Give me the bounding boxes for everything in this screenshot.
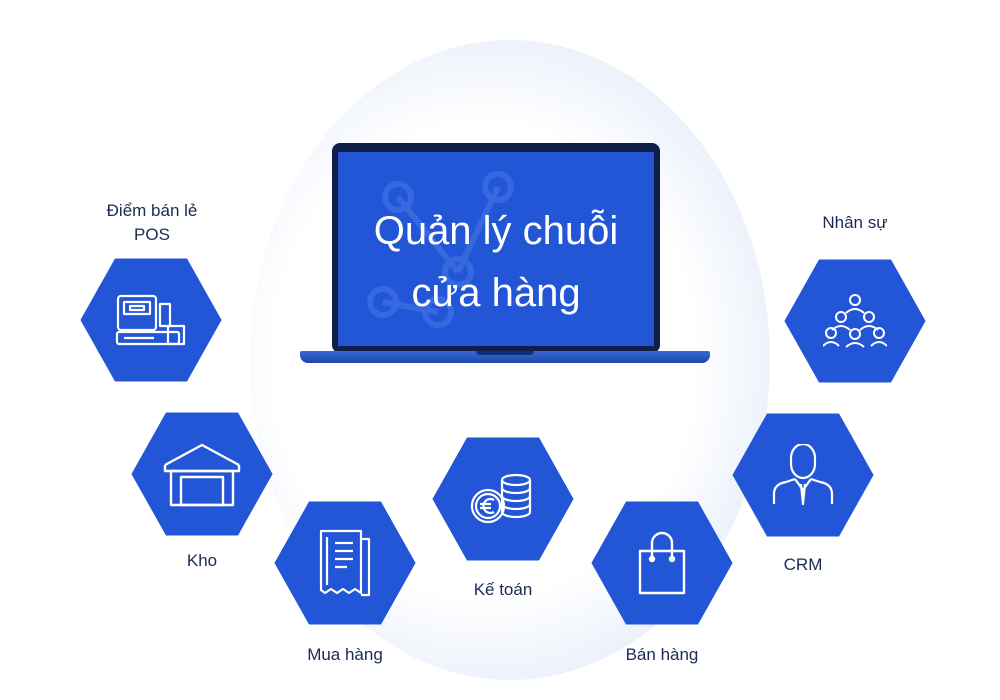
module-hex-crm[interactable] <box>732 413 874 537</box>
module-label-crm: CRM <box>783 555 823 574</box>
laptop-screen: Quản lý chuỗi cửa hàng <box>338 152 654 346</box>
laptop-notch <box>476 351 534 355</box>
pos-label-line-1: Điểm bán lẻ <box>106 201 198 220</box>
module-hex-purchase[interactable] <box>274 501 416 625</box>
screen-title-line-2: cửa hàng <box>411 271 581 315</box>
laptop-base <box>300 351 710 363</box>
screen-title-line-1: Quản lý chuỗi <box>373 209 619 253</box>
module-label-sales: Bán hàng <box>625 645 699 664</box>
shopping-bag-icon <box>638 531 686 595</box>
pos-terminal-icon <box>115 294 186 346</box>
network-pattern <box>367 171 514 328</box>
module-label-warehouse: Kho <box>186 551 218 570</box>
module-hex-pos[interactable] <box>80 258 222 382</box>
module-label-accounting: Kế toán <box>473 580 533 599</box>
module-hex-warehouse[interactable] <box>131 412 273 536</box>
customer-icon <box>772 444 834 506</box>
receipt-icon <box>319 529 371 597</box>
pos-label-line-2: POS <box>134 225 170 244</box>
laptop-bezel: Quản lý chuỗi cửa hàng <box>332 143 660 353</box>
module-label-hr: Nhân sự <box>822 213 888 232</box>
module-label-pos: Điểm bán lẻ POS <box>80 199 224 247</box>
laptop: Quản lý chuỗi cửa hàng <box>300 143 710 368</box>
module-hex-accounting[interactable] <box>432 437 574 561</box>
screen-title: Quản lý chuỗi cửa hàng <box>338 200 654 324</box>
module-hex-hr[interactable] <box>784 259 926 383</box>
warehouse-icon <box>163 443 241 507</box>
team-icon <box>823 294 887 348</box>
euro-coins-icon <box>470 473 532 524</box>
module-label-purchase: Mua hàng <box>307 645 383 664</box>
module-hex-sales[interactable] <box>591 501 733 625</box>
